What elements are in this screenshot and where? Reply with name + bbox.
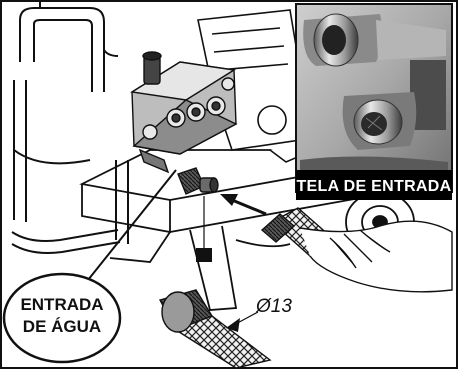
hose-diameter-label: Ø13 [255,296,292,317]
insert-arrow [220,194,267,216]
hose-in-hand [260,207,453,293]
water-inlet-line2: DE ÁGUA [23,317,101,336]
inlet-screen-label: TELA DE ENTRADA [296,170,452,200]
inset-photo [295,3,453,193]
water-inlet-callout: ENTRADA DE ÁGUA [2,272,122,364]
marker-square [196,248,212,262]
machine-frame [11,2,129,254]
dimension-marker [226,311,259,332]
water-inlet-line1: ENTRADA [20,295,103,314]
bottom-hose [158,289,272,369]
pump-body [130,51,238,174]
pump-inlet-fitting [177,167,219,195]
inlet-screen-text: TELA DE ENTRADA [296,178,451,195]
